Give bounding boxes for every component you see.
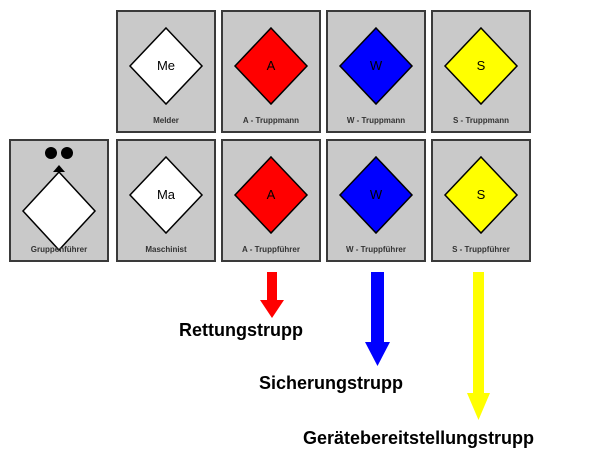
geraetetrupp-label: Gerätebereitstellungstrupp <box>303 428 535 448</box>
s-truppmann-abbr: S <box>477 58 486 73</box>
a-truppfuehrer-symbol: A <box>233 155 309 235</box>
maschinist-label: Maschinist <box>145 245 187 254</box>
melder-label: Melder <box>153 116 179 125</box>
sicherungstrupp-label: Sicherungstrupp <box>259 373 404 393</box>
w-truppfuehrer-diamond <box>338 155 414 235</box>
sicherungstrupp-arrow <box>365 272 390 366</box>
position-s-truppfuehrer: S S - Truppführer <box>431 139 531 262</box>
s-truppfuehrer-label: S - Truppführer <box>452 245 510 254</box>
melder-abbr: Me <box>157 58 175 73</box>
a-truppmann-abbr: A <box>267 58 276 73</box>
position-a-truppmann: A A - Truppmann <box>221 10 321 133</box>
leader-mark <box>53 165 65 172</box>
position-w-truppmann: W W - Truppmann <box>326 10 426 133</box>
s-truppmann-symbol: S <box>443 26 519 106</box>
a-truppfuehrer-label: A - Truppführer <box>242 245 300 254</box>
s-truppmann-diamond <box>443 26 519 106</box>
a-truppmann-diamond <box>233 26 309 106</box>
gruppenfuehrer-diamond <box>21 170 97 252</box>
w-truppmann-symbol: W <box>338 26 414 106</box>
w-truppmann-abbr: W <box>370 58 383 73</box>
s-truppfuehrer-diamond <box>443 155 519 235</box>
position-w-truppfuehrer: W W - Truppführer <box>326 139 426 262</box>
a-truppfuehrer-diamond <box>233 155 309 235</box>
a-truppfuehrer-abbr: A <box>267 187 276 202</box>
position-gruppenfuehrer: Gruppenführer <box>9 139 109 262</box>
maschinist-abbr: Ma <box>157 187 176 202</box>
a-truppmann-symbol: A <box>233 26 309 106</box>
leader-dot-left <box>45 147 57 159</box>
leader-dot-right <box>61 147 73 159</box>
gruppenfuehrer-label: Gruppenführer <box>30 245 88 254</box>
maschinist-diamond <box>128 155 204 235</box>
position-a-truppfuehrer: A A - Truppführer <box>221 139 321 262</box>
w-truppmann-diamond <box>338 26 414 106</box>
position-maschinist: Ma Maschinist <box>116 139 216 262</box>
position-s-truppmann: S S - Truppmann <box>431 10 531 133</box>
w-truppfuehrer-symbol: W <box>338 155 414 235</box>
position-melder: Me Melder <box>116 10 216 133</box>
gruppenfuehrer-symbol <box>21 147 97 252</box>
rettungstrupp-arrow <box>260 272 284 318</box>
s-truppmann-label: S - Truppmann <box>453 116 509 125</box>
maschinist-symbol: Ma <box>128 155 204 235</box>
geraetetrupp-arrow <box>467 272 490 420</box>
rettungstrupp-label: Rettungstrupp <box>179 320 303 340</box>
melder-diamond <box>128 26 204 106</box>
a-truppmann-label: A - Truppmann <box>242 116 300 125</box>
melder-symbol: Me <box>128 26 204 106</box>
w-truppmann-label: W - Truppmann <box>346 116 406 125</box>
w-truppfuehrer-abbr: W <box>370 187 383 202</box>
s-truppfuehrer-symbol: S <box>443 155 519 235</box>
s-truppfuehrer-abbr: S <box>477 187 486 202</box>
w-truppfuehrer-label: W - Truppführer <box>346 245 406 254</box>
